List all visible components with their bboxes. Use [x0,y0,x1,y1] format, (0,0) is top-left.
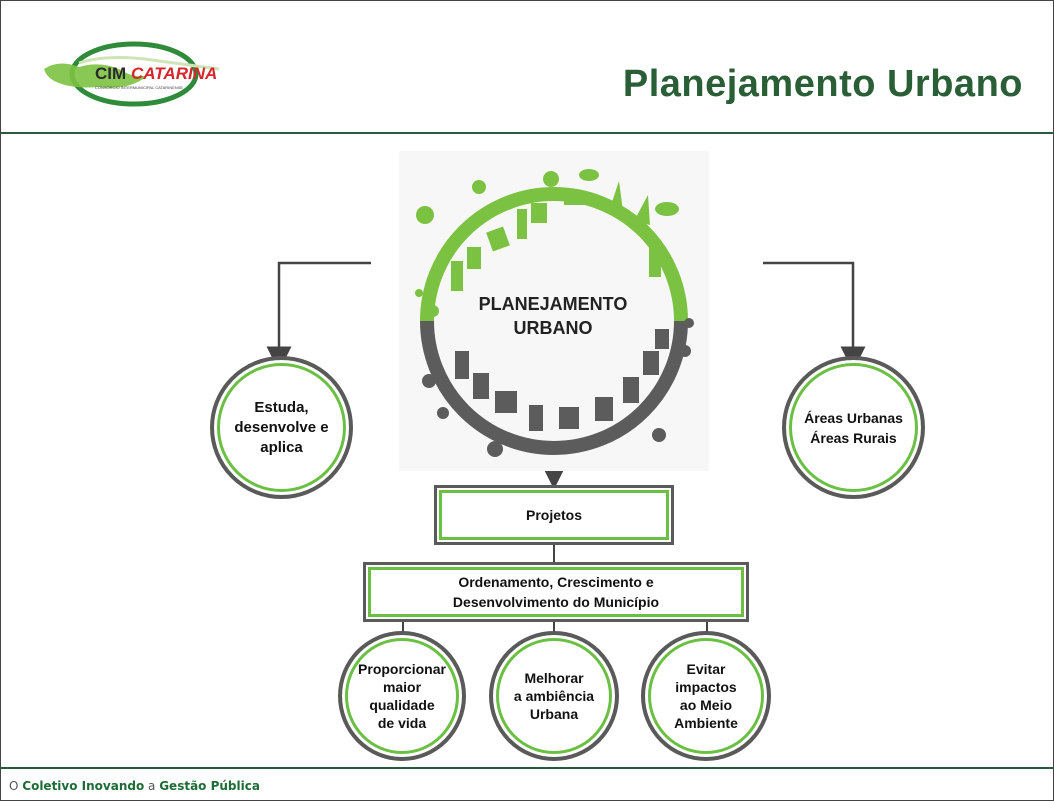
svg-text:CONSÓRCIO INTERMUNICIPAL CATAR: CONSÓRCIO INTERMUNICIPAL CATARINENSE [95,85,183,90]
footer-part4: Gestão Pública [159,779,260,793]
circle2-line2: a ambiência [513,688,595,704]
left-circle-line1: Estuda, [254,398,309,416]
hub-label: PLANEJAMENTO URBANO [441,292,665,340]
circle1-line2: maior [382,679,422,695]
left-arrow [266,261,371,372]
svg-text:CATARINA: CATARINA [131,64,217,83]
footer-tagline: O Coletivo Inovando a Gestão Pública [9,779,260,793]
projects-label: Projetos [525,507,582,523]
circle3-line3: ao Meio [679,697,733,713]
bottom-circle-quality-of-life: Proporcionar maior qualidade de vida [338,631,466,761]
left-circle: Estuda, desenvolve e aplica [210,356,353,499]
circle3-line1: Evitar [686,661,726,677]
footer-part1: O [9,779,23,793]
footer: O Coletivo Inovando a Gestão Pública [1,767,1053,800]
hub-label-line1: PLANEJAMENTO [478,294,628,314]
order-box-line1: Ordenamento, Crescimento e [458,574,654,590]
right-arrow [763,261,866,372]
circle1-line3: qualidade [369,697,435,713]
order-box: Ordenamento, Crescimento e Desenvolvimen… [363,562,749,622]
circle2-line3: Urbana [529,706,579,722]
circle3-line4: Ambiente [674,715,738,731]
right-circle-line2: Áreas Rurais [810,429,897,446]
svg-text:CIM: CIM [95,64,126,83]
urban-planning-illustration [399,151,709,471]
circle2-line1: Melhorar [524,670,584,686]
page-title: Planejamento Urbano [622,63,1023,105]
order-box-line2: Desenvolvimento do Município [452,594,660,610]
header: CIM CATARINA CONSÓRCIO INTERMUNICIPAL CA… [1,1,1053,134]
circle1-line4: de vida [377,715,427,731]
left-circle-line3: aplica [260,438,303,456]
cimcatarina-logo: CIM CATARINA CONSÓRCIO INTERMUNICIPAL CA… [44,41,220,107]
circle1-line1: Proporcionar [358,661,446,677]
left-circle-line2: desenvolve e [234,418,329,436]
projects-box: Projetos [434,485,674,545]
right-circle: Áreas Urbanas Áreas Rurais [782,356,925,499]
circle3-line2: impactos [675,679,737,695]
footer-part3: a [144,779,160,793]
bottom-circle-urban-ambience: Melhorar a ambiência Urbana [489,631,619,761]
bottom-circle-environment: Evitar impactos ao Meio Ambiente [641,631,771,761]
hub-label-line2: URBANO [513,318,593,338]
footer-part2: Coletivo Inovando [22,779,145,793]
right-circle-line1: Áreas Urbanas [804,409,903,426]
